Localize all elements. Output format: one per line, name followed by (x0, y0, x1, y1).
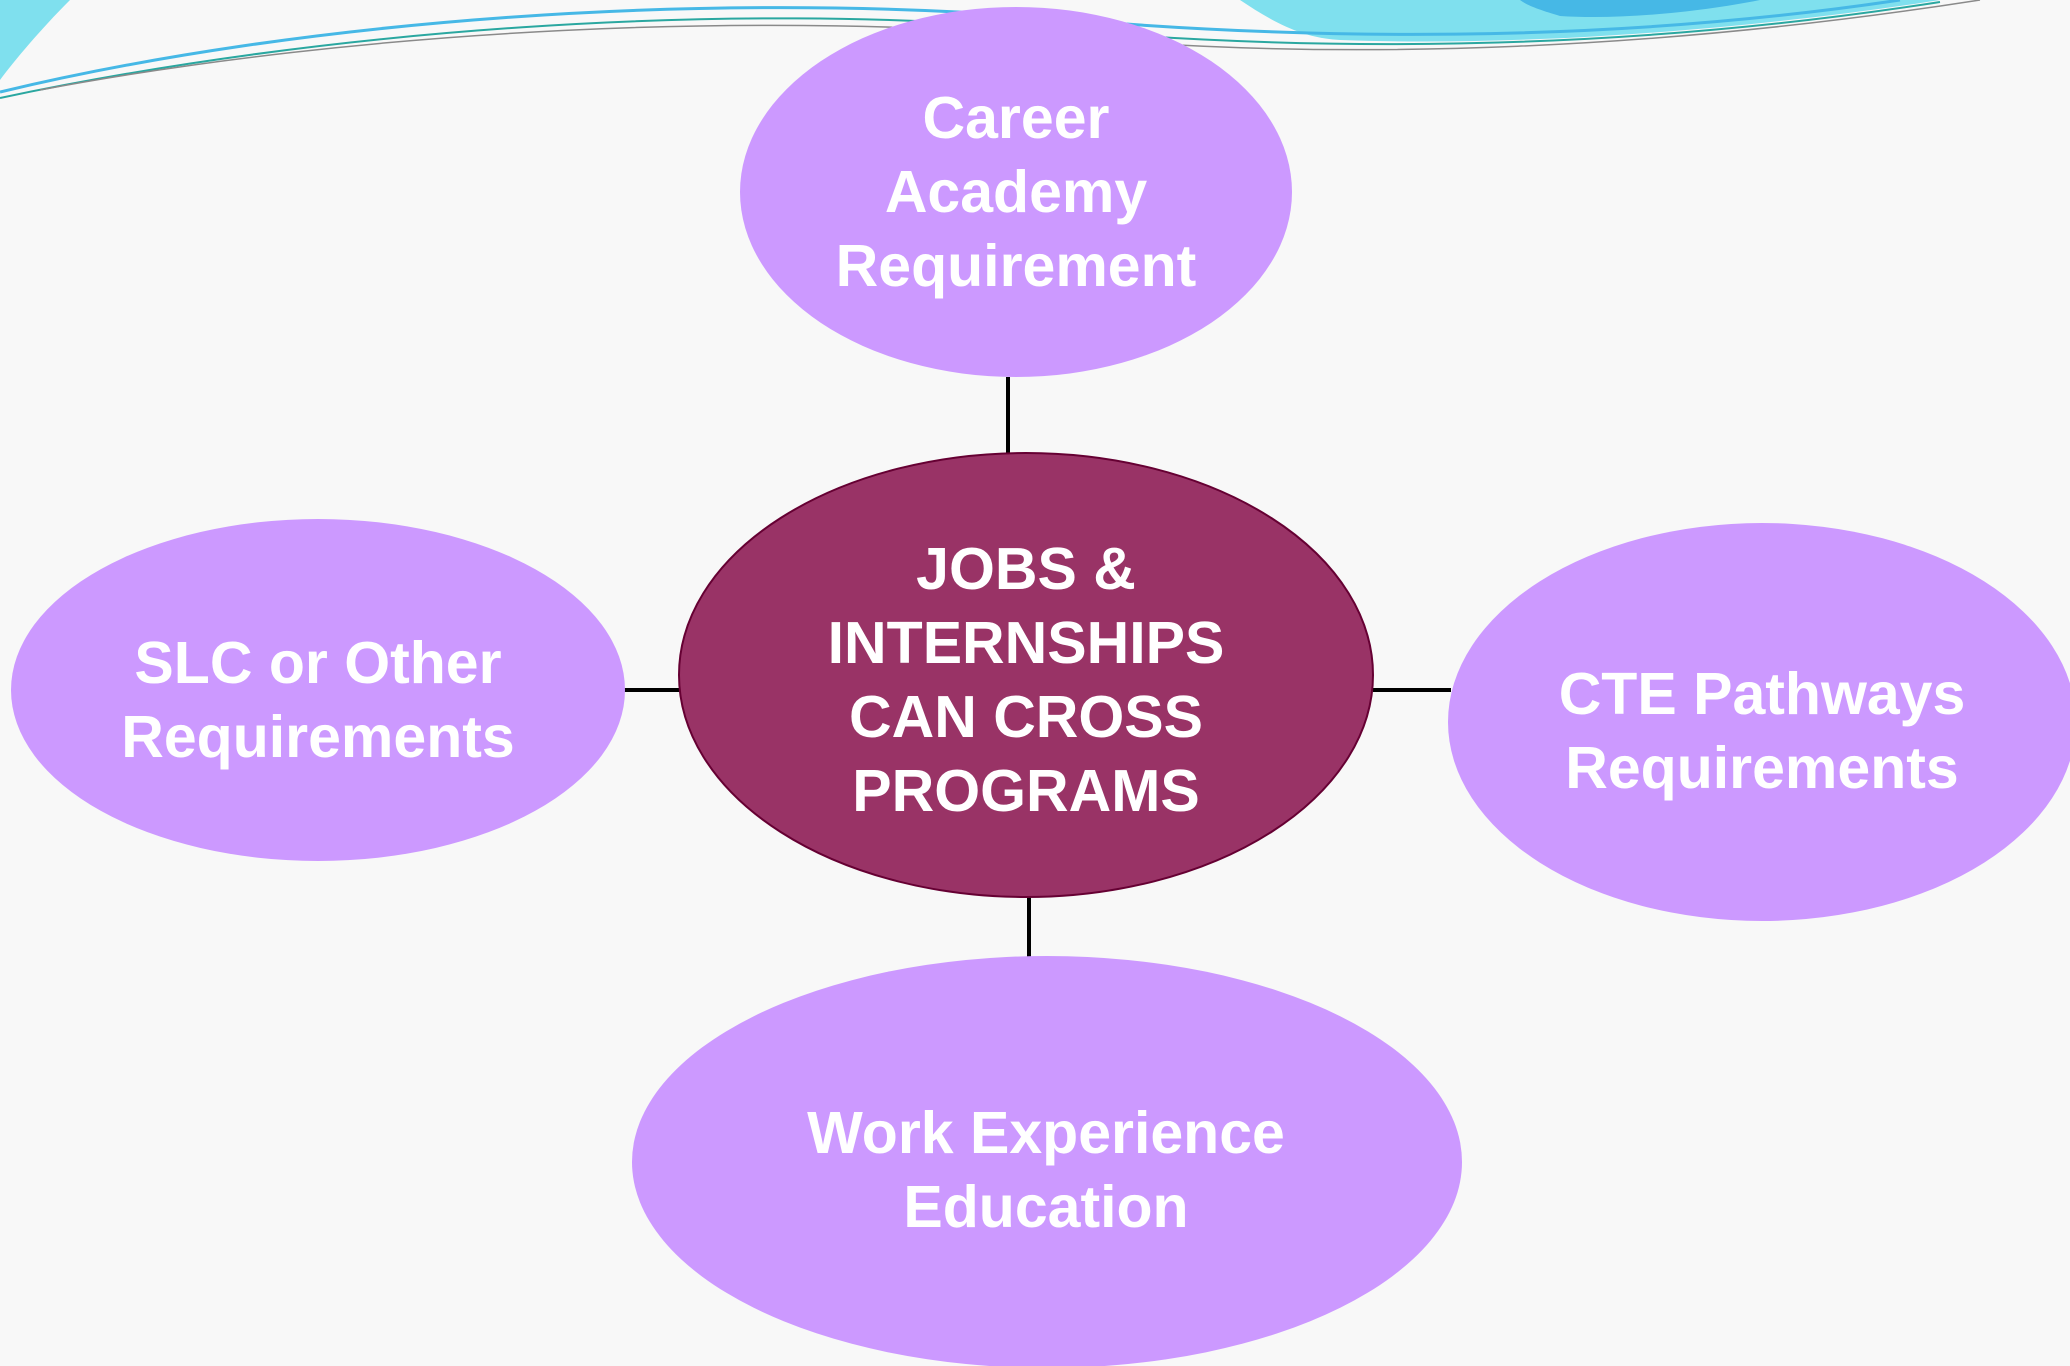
node-right-shape (1448, 523, 2070, 921)
node-left-line-2: Requirements (121, 704, 515, 770)
node-top-line-1: Career (922, 85, 1110, 151)
center-node-shape (678, 452, 1374, 898)
node-left-line-1: SLC or Other (134, 630, 502, 696)
wave-band-light (0, 0, 70, 80)
node-top-line-3: Requirement (835, 233, 1197, 299)
center-line-4: PROGRAMS (852, 758, 1200, 824)
node-left-shape (11, 519, 625, 861)
center-node-label: JOBS & INTERNSHIPS CAN CROSS PROGRAMS (776, 530, 1276, 830)
center-line-3: CAN CROSS (848, 684, 1204, 750)
wave-band-blue (1240, 0, 1940, 42)
node-top-label: Career Academy Requirement (816, 72, 1216, 312)
center-line-1: JOBS & (916, 536, 1136, 602)
connectors (623, 377, 1451, 957)
node-bottom-shape (632, 956, 1462, 1366)
node-bottom-label: Work Experience Education (746, 1090, 1346, 1250)
node-bottom-line-1: Work Experience (807, 1100, 1285, 1166)
node-right-line-1: CTE Pathways (1558, 661, 1966, 727)
node-left-label: SLC or Other Requirements (68, 620, 568, 780)
node-bottom-line-2: Education (903, 1174, 1189, 1240)
node-top-shape (740, 7, 1292, 377)
node-top-line-2: Academy (884, 159, 1148, 225)
node-right-line-2: Requirements (1565, 735, 1959, 801)
wave-band-deep (1520, 0, 1760, 18)
node-right-label: CTE Pathways Requirements (1512, 651, 2012, 811)
center-line-2: INTERNSHIPS (827, 610, 1225, 676)
